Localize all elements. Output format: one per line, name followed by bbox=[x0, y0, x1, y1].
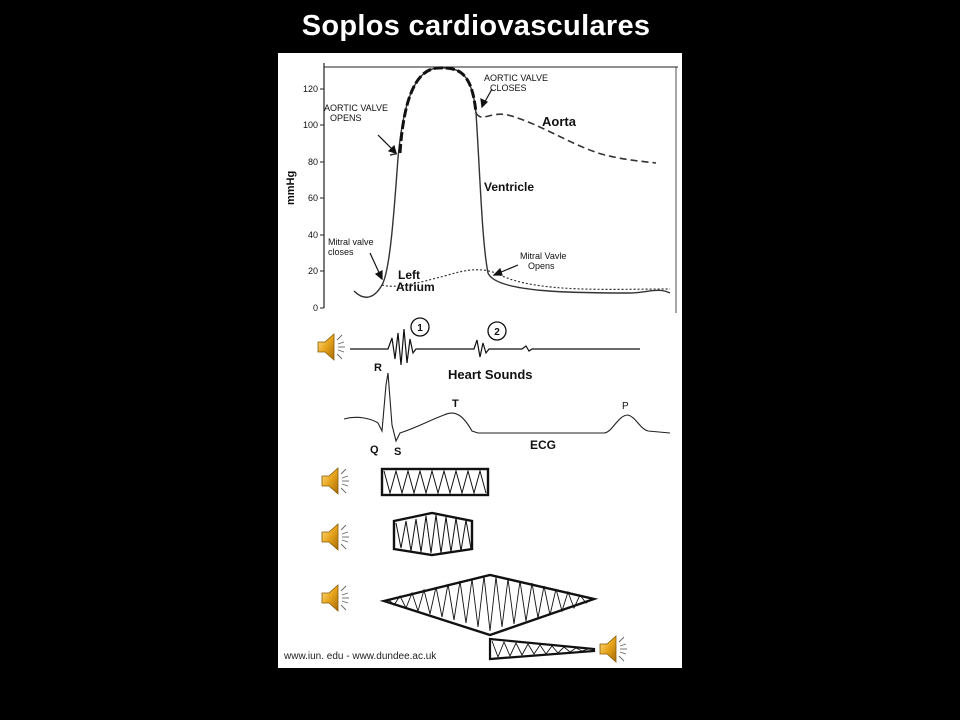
speaker-icon-murmur-4[interactable] bbox=[599, 635, 628, 663]
speaker-icon-murmur-3[interactable] bbox=[321, 584, 350, 612]
source-credit: www.iun. edu - www.dundee.ac.uk bbox=[284, 651, 437, 662]
y-tick-120: 120 bbox=[303, 84, 318, 94]
aortic-valve-opens-label-1: AORTIC VALVE bbox=[324, 103, 388, 113]
left-atrium-label-1: Left bbox=[398, 268, 420, 282]
aortic-valve-closes-label-1: AORTIC VALVE bbox=[484, 73, 548, 83]
aortic-valve-opens-label-2: OPENS bbox=[330, 113, 362, 123]
ecg-p-label: P bbox=[622, 401, 629, 412]
left-atrium-curve bbox=[381, 269, 671, 290]
aortic-valve-closes-label-2: CLOSES bbox=[490, 83, 527, 93]
y-tick-80: 80 bbox=[308, 157, 318, 167]
left-atrium-label-2: Atrium bbox=[396, 280, 435, 294]
ecg-t-label: T bbox=[452, 398, 459, 410]
y-tick-0: 0 bbox=[313, 303, 318, 313]
ecg-s-label: S bbox=[394, 446, 401, 458]
heart-sounds-trace bbox=[350, 317, 640, 366]
cardiac-cycle-figure: 0 20 40 60 80 100 120 mmHg AORTIC VALVE … bbox=[278, 53, 682, 668]
ecg-label: ECG bbox=[530, 438, 556, 452]
speaker-icon-heart-sounds[interactable] bbox=[317, 333, 346, 361]
aorta-label: Aorta bbox=[542, 114, 577, 129]
speaker-icon-murmur-2[interactable] bbox=[321, 523, 350, 551]
aortic-pressure-bold bbox=[398, 66, 478, 154]
murmur-diamond-short bbox=[392, 511, 474, 557]
s2-marker: 2 bbox=[494, 327, 500, 338]
y-tick-100: 100 bbox=[303, 120, 318, 130]
speaker-icon-murmur-1[interactable] bbox=[321, 467, 350, 495]
mitral-valve-closes-label-1: Mitral valve bbox=[328, 237, 374, 247]
ecg-q-label: Q bbox=[370, 444, 379, 456]
slide-title: Soplos cardiovasculares bbox=[301, 10, 651, 42]
cardiac-cycle-diagram: 0 20 40 60 80 100 120 mmHg AORTIC VALVE … bbox=[285, 63, 678, 663]
murmur-holosystolic bbox=[380, 467, 490, 497]
ventricle-label: Ventricle bbox=[484, 180, 534, 194]
annotation-arrows bbox=[369, 88, 519, 281]
mitral-valve-opens-label-2: Opens bbox=[528, 261, 555, 271]
ecg-r-label: R bbox=[374, 362, 382, 374]
s1-marker: 1 bbox=[417, 323, 423, 334]
heart-sounds-label: Heart Sounds bbox=[448, 367, 533, 382]
y-tick-20: 20 bbox=[308, 266, 318, 276]
mitral-valve-opens-label-1: Mitral Vavle bbox=[520, 251, 566, 261]
y-axis-label: mmHg bbox=[285, 171, 297, 205]
aorta-curve bbox=[389, 112, 657, 164]
y-tick-60: 60 bbox=[308, 193, 318, 203]
pressure-axis bbox=[320, 63, 678, 313]
y-tick-40: 40 bbox=[308, 230, 318, 240]
mitral-valve-closes-label-2: closes bbox=[328, 247, 354, 257]
murmur-decrescendo bbox=[488, 637, 596, 661]
murmur-diamond-long bbox=[379, 573, 599, 637]
ecg-trace bbox=[343, 372, 671, 443]
